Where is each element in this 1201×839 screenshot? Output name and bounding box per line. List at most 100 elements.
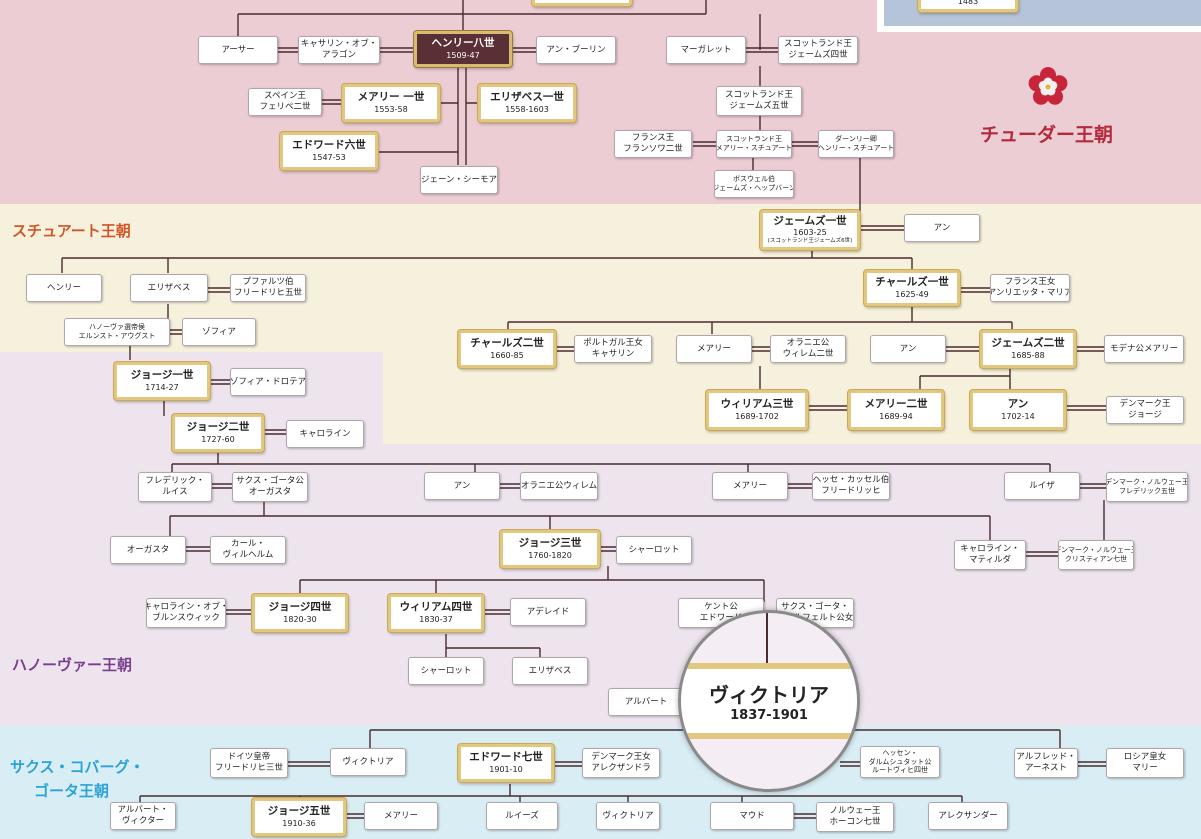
name: エリザベス bbox=[147, 282, 191, 293]
person-maria-alexandrovna: ロシア皇女マリー bbox=[1106, 748, 1184, 778]
note: (スコットランド王ジェームズ6世) bbox=[767, 238, 853, 245]
name-line1: ドイツ皇帝 bbox=[227, 752, 271, 763]
person-mary-hesse: メアリー bbox=[712, 472, 788, 500]
name-line1: キャロライン・オブ・ bbox=[146, 602, 226, 613]
name: メアリー bbox=[732, 480, 767, 491]
person-earl-of-bothwell: ボスウェル伯ジェームズ・ヘップバーン bbox=[714, 170, 794, 198]
person-ernest-augustus: ハノーヴァ選帝侯エルンスト・アウグスト bbox=[64, 318, 170, 346]
name: アン bbox=[453, 480, 471, 491]
name: アデレイド bbox=[526, 606, 570, 617]
name-line1: スペイン王 bbox=[264, 91, 306, 102]
person-frederick-v-denmark: デンマーク・ノルウェー王フレデリック五世 bbox=[1106, 472, 1188, 502]
name: アン・ブーリン bbox=[546, 44, 606, 55]
person-margaret: マーガレット bbox=[666, 36, 746, 64]
person-jane-seymour: ジェーン・シーモア bbox=[420, 166, 498, 194]
name: アーサー bbox=[221, 44, 255, 55]
name: ヘンリー bbox=[46, 282, 81, 293]
name: エリザベス一世 bbox=[490, 91, 564, 104]
name-line1: ケント公 bbox=[704, 602, 738, 613]
name-line2: マリー bbox=[1132, 763, 1158, 773]
name: マーガレット bbox=[680, 44, 732, 55]
name-line2: フリードリヒ三世 bbox=[214, 763, 283, 773]
name-line1: キャサリン・オブ・ bbox=[300, 39, 378, 50]
name: ゾフィア・ドロテア bbox=[230, 376, 306, 387]
person-maud: マウド bbox=[710, 802, 794, 830]
person-anne-boleyn: アン・ブーリン bbox=[536, 36, 616, 64]
person-arthur: アーサー bbox=[198, 36, 278, 64]
person-frederick-v-palatine: プファルツ伯フリードリヒ五世 bbox=[230, 274, 306, 302]
person-william-ii-orange: オラニエ公ウィレム二世 bbox=[770, 335, 846, 363]
saxe-coburg-label-line2: ゴータ王朝 bbox=[34, 782, 110, 800]
name-line1: サクス・ゴータ・ bbox=[781, 602, 849, 613]
name-line2: ジェームズ四世 bbox=[788, 50, 848, 60]
person-louise: ルイーズ bbox=[486, 802, 558, 830]
name-line2: フランソワ二世 bbox=[623, 144, 683, 154]
reign-years: 1660-85 bbox=[490, 350, 524, 360]
name: アレクサンダー bbox=[938, 810, 998, 821]
name: オーガスタ bbox=[126, 544, 170, 555]
person-frederick-prince-of-wales: フレデリック・ルイス bbox=[138, 472, 212, 502]
person-prince-albert: アルバート bbox=[608, 688, 684, 716]
name-line2: ザールフェルト公女 bbox=[776, 613, 854, 623]
name: エドワード六世 bbox=[292, 139, 366, 152]
stuart-dynasty-label: スチュアート王朝 bbox=[12, 222, 131, 240]
name-line2: ブルンスウィック bbox=[152, 613, 220, 623]
person-mary-princess-royal: メアリー bbox=[676, 335, 752, 363]
name: ルイーズ bbox=[505, 810, 539, 821]
magnifier-victoria: ヴィクトリア 1837-1901 bbox=[678, 610, 860, 792]
name-line1: サクス・ゴータ公 bbox=[236, 476, 304, 487]
person-catherine-of-braganza: ポルトガル王女キャサリン bbox=[574, 335, 652, 363]
person-augusta-of-saxe-gotha: サクス・ゴータ公オーガスタ bbox=[232, 472, 308, 502]
person-anne-of-denmark: アン bbox=[904, 214, 980, 242]
name: ウィリアム三世 bbox=[720, 398, 794, 411]
name-line1: ノルウェー王 bbox=[829, 806, 881, 817]
name: キャロライン bbox=[299, 428, 351, 439]
name: メアリー二世 bbox=[864, 398, 928, 411]
person-henry-prince: ヘンリー bbox=[26, 274, 102, 302]
name-line2: マティルダ bbox=[969, 555, 1011, 565]
person-charlotte-of-mecklenburg: シャーロット bbox=[616, 536, 692, 564]
name: チャールズ一世 bbox=[875, 276, 949, 289]
magnifier-connector bbox=[766, 613, 768, 663]
person-frederick-iii-germany: ドイツ皇帝フリードリヒ三世 bbox=[210, 748, 288, 778]
person-christian-vii: デンマーク・ノルウェー王クリスティアン七世 bbox=[1058, 540, 1134, 570]
person-augusta-b: オーガスタ bbox=[110, 536, 186, 564]
name: ヴィクトリア bbox=[602, 810, 654, 821]
person-james-iv-scotland: スコットランド王ジェームズ四世 bbox=[778, 36, 858, 64]
name: オラニエ公ウィレム bbox=[520, 480, 598, 491]
name-line1: オラニエ公 bbox=[786, 338, 830, 349]
person-box-top-right: 1483 bbox=[918, 0, 1018, 12]
name: エリザベス bbox=[528, 665, 572, 676]
person-philip-ii-spain: スペイン王フェリペ二世 bbox=[248, 88, 322, 116]
name-line2: ヴィクター bbox=[121, 816, 165, 826]
person-louis-iv-hesse: ヘッセン・ダルムシュタット公ルートヴィヒ四世 bbox=[860, 746, 940, 778]
name-line2: ヘンリー・スチュアート bbox=[818, 144, 894, 152]
name-line1: ロシア皇女 bbox=[1123, 752, 1167, 763]
tudor-dynasty-label: チューダー王朝 bbox=[980, 124, 1114, 146]
name-line2: ジョージ bbox=[1128, 410, 1162, 420]
name: ヴィクトリア bbox=[709, 683, 829, 707]
name-line2: フレデリック五世 bbox=[1119, 487, 1175, 495]
name-line1: アルフレッド・ bbox=[1016, 752, 1076, 763]
name: ジェーン・シーモア bbox=[420, 174, 498, 185]
reign-years: 1689-1702 bbox=[735, 411, 779, 421]
person-james-v-scotland: スコットランド王ジェームズ五世 bbox=[716, 86, 802, 116]
name-line1: フレデリック・ bbox=[145, 476, 205, 487]
person-box-top-clipped bbox=[532, 0, 632, 6]
name-line1: ボスウェル伯 bbox=[733, 175, 775, 184]
person-victoria-princess-royal: ヴィクトリア bbox=[330, 748, 406, 776]
name-line2: クリスティアン七世 bbox=[1064, 555, 1128, 563]
name-line2: アンリエッタ・マリア bbox=[990, 288, 1070, 298]
name-line2: ジェームズ五世 bbox=[729, 101, 789, 111]
name: アン bbox=[1007, 398, 1029, 411]
name-line1: ヘッセ・カッセル伯 bbox=[812, 475, 890, 486]
name: モデナ公メアリー bbox=[1109, 343, 1178, 354]
